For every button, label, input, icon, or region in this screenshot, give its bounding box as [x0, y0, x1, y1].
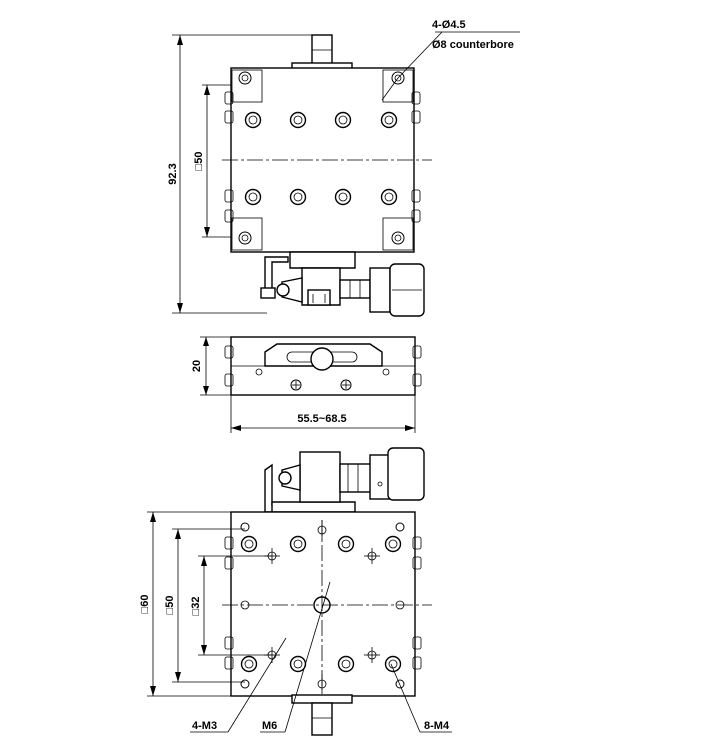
travel-dimension-label: 55.5~68.5 [297, 413, 346, 425]
inner-square-dimension-label: □32 [190, 597, 202, 616]
square-dimension-label: □50 [193, 152, 205, 171]
counterbore-hole [238, 71, 252, 85]
counterbore-hole [238, 231, 252, 245]
height-dimension-label: 92.3 [167, 163, 179, 184]
micrometer-thimble [369, 267, 391, 313]
m6-callout: M6 [262, 720, 277, 732]
m4-callout: 8-M4 [424, 720, 450, 732]
outer-square-dimension-label: □60 [139, 595, 151, 614]
screw-head [290, 379, 302, 391]
side-view: 20 55.5~68.5 [191, 336, 422, 433]
hole-callout-line1: 4-Ø4.5 [432, 19, 466, 31]
top-view: 92.3 □50 4-Ø4.5 Ø8 counterbore [167, 19, 520, 317]
screw-head [340, 379, 352, 391]
m3-callout: 4-M3 [192, 720, 217, 732]
middle-square-dimension-label: □50 [164, 596, 176, 615]
bottom-view: □60 □50 □32 4-M3 M6 8-M4 [139, 447, 452, 736]
micrometer-thimble [387, 447, 425, 501]
thickness-dimension-label: 20 [191, 360, 203, 372]
counterbore-hole [391, 71, 405, 85]
bottom-knob [311, 702, 333, 736]
counterbore-hole [391, 231, 405, 245]
hole-callout-line2: Ø8 counterbore [432, 39, 514, 51]
